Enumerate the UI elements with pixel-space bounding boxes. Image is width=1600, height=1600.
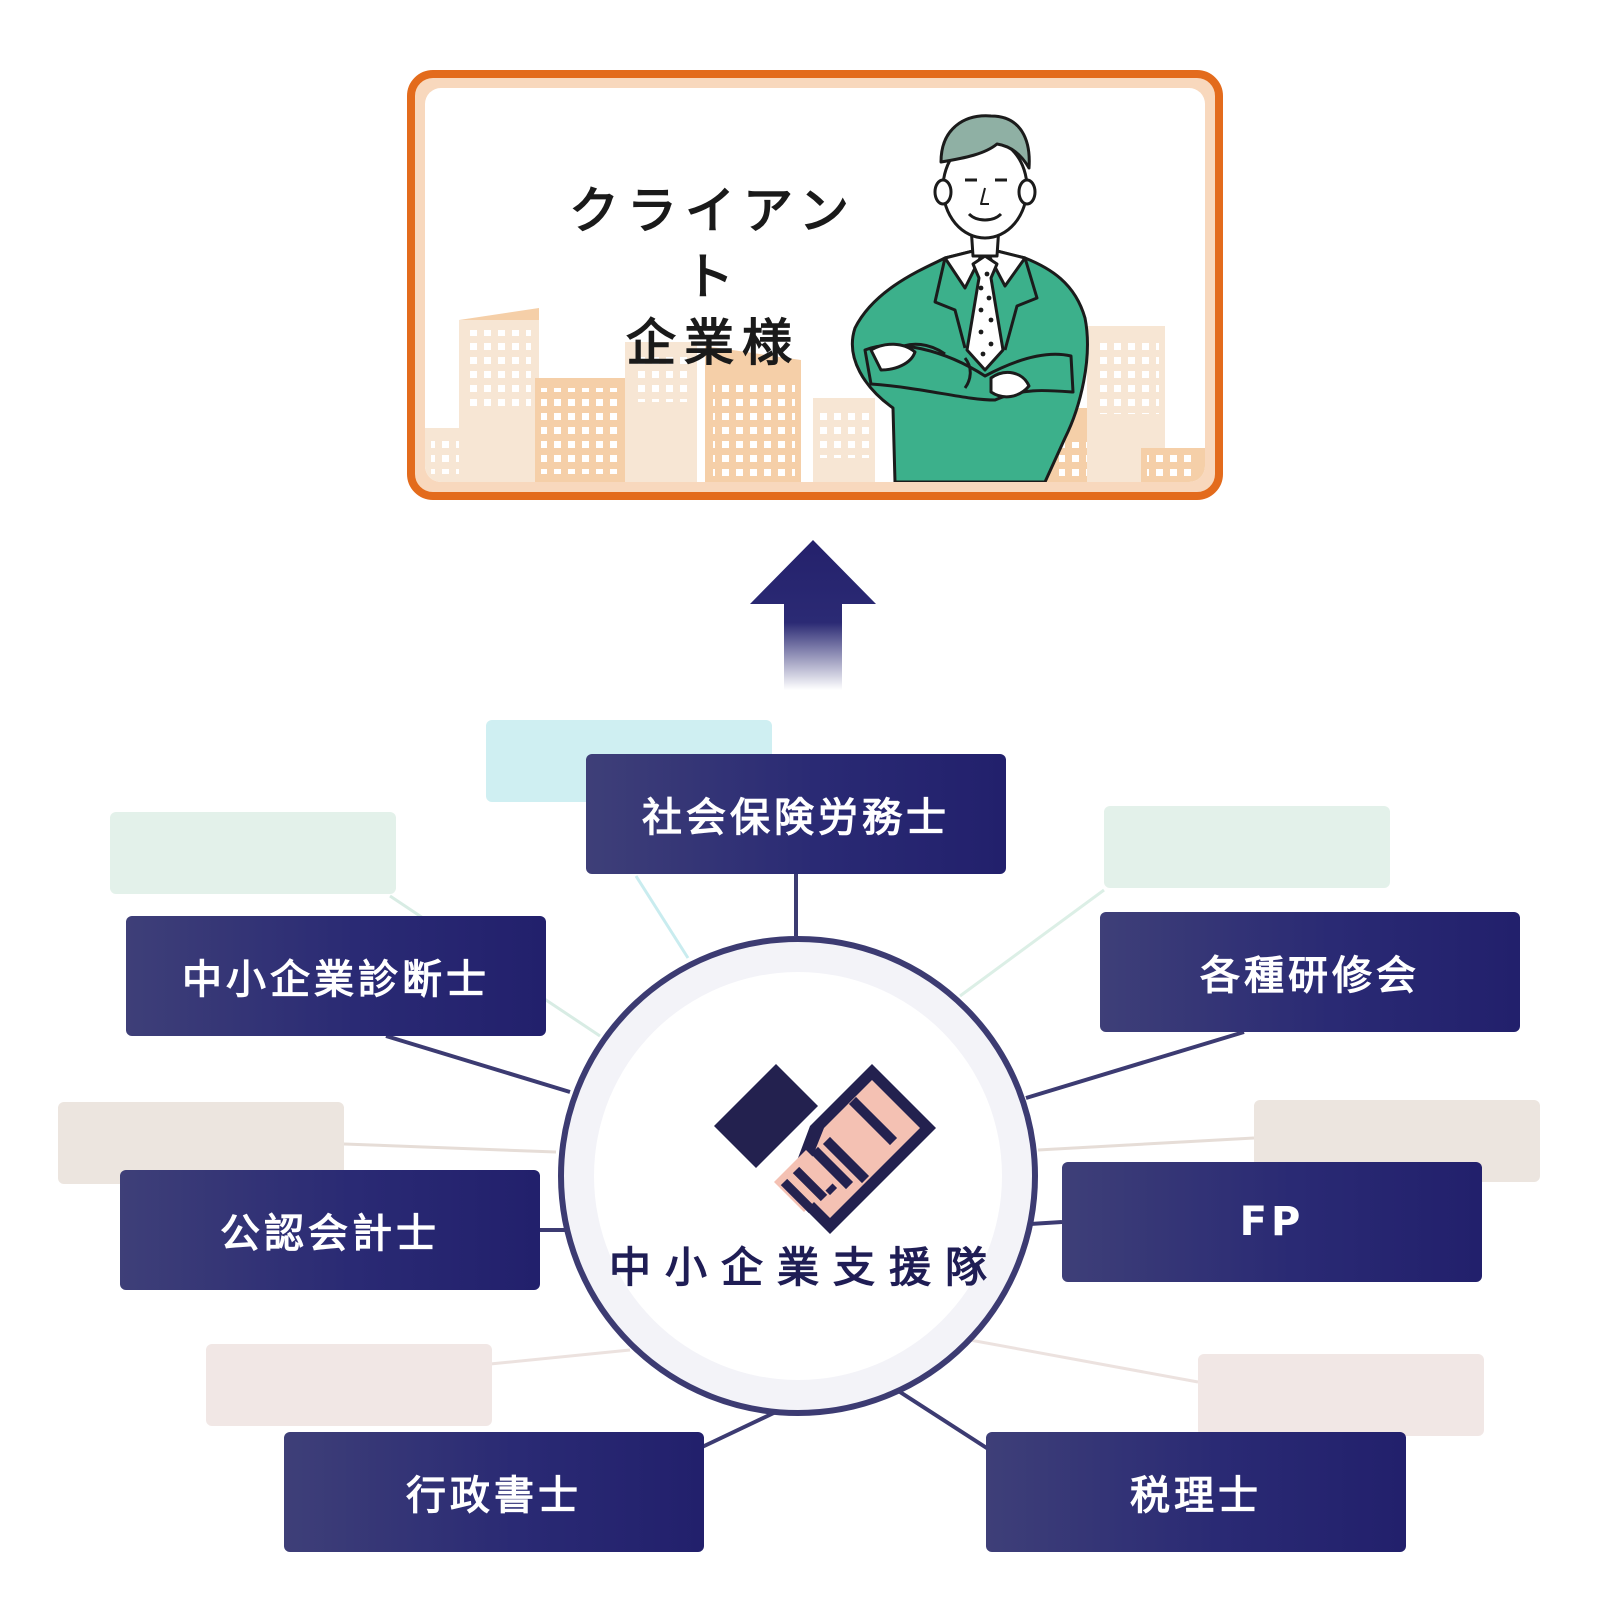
businessman-figure [850, 114, 1089, 482]
ghost-box-6 [206, 1344, 492, 1426]
pro-box-admin-scrivener: 行政書士 [284, 1432, 704, 1552]
pro-box-fp: FP [1062, 1162, 1482, 1282]
handshake-logo-icon [714, 1064, 936, 1234]
buildings [425, 308, 1205, 482]
ghost-box-7 [1198, 1354, 1484, 1436]
pro-box-labor: 社会保険労務士 [586, 754, 1006, 874]
pro-box-tax-accountant: 税理士 [986, 1432, 1406, 1552]
ghost-box-3 [1104, 806, 1390, 888]
pro-box-cpa: 公認会計士 [120, 1170, 540, 1290]
client-title: クライアント 企業様 [543, 178, 883, 376]
client-title-line1: クライアント [569, 182, 857, 306]
pro-box-training: 各種研修会 [1100, 912, 1520, 1032]
pro-box-diagnostician: 中小企業診断士 [126, 916, 546, 1036]
up-arrow-icon [750, 540, 876, 690]
client-card-inner: クライアント 企業様 [425, 88, 1205, 482]
client-title-line2: 企業様 [626, 314, 800, 372]
ghost-box-2 [110, 812, 396, 894]
hub-circle: 中小企業支援隊 [558, 936, 1038, 1416]
client-card: クライアント 企業様 [407, 70, 1223, 500]
hub-name: 中小企業支援隊 [608, 1243, 1001, 1292]
cityscape-illustration [425, 114, 1205, 482]
hub-inner: 中小企業支援隊 [594, 972, 1002, 1380]
